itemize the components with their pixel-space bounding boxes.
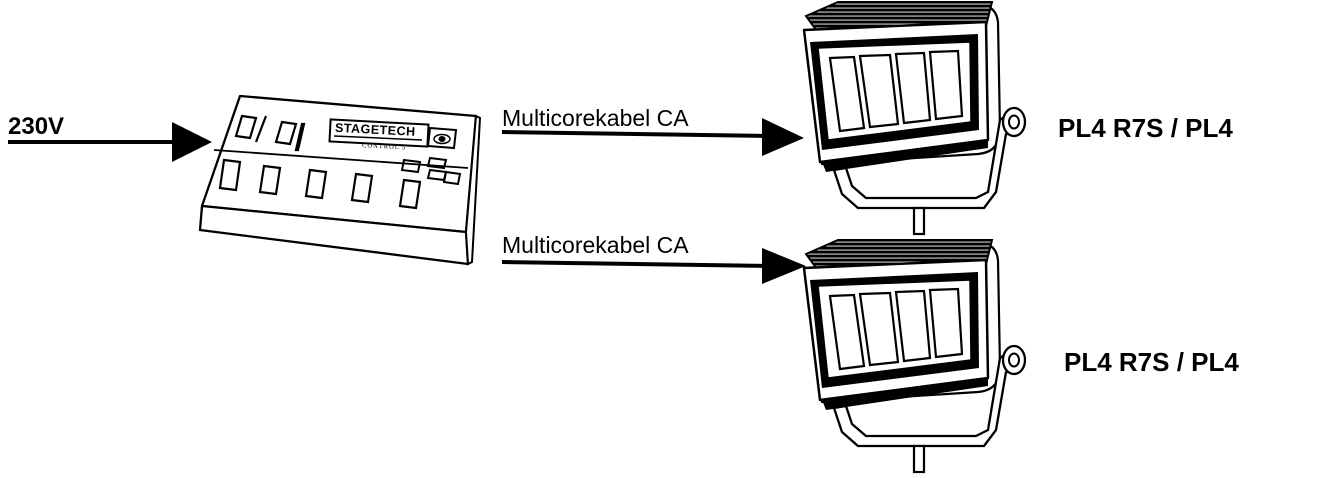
power-arrow xyxy=(8,122,212,162)
floodlight-top xyxy=(802,0,1027,236)
controller-brand: STAGETECH xyxy=(335,121,416,139)
controller-lens-box xyxy=(426,126,458,150)
lamp-label-top: PL4 R7S / PL4 xyxy=(1058,113,1233,143)
floodlight-bottom xyxy=(802,238,1027,474)
cable-arrow-top xyxy=(501,118,804,156)
cable-label-bottom: Multicorekabel CA xyxy=(502,232,689,258)
controller-model: CONTROL 5 xyxy=(362,142,407,151)
lamp-label-bottom: PL4 R7S / PL4 xyxy=(1064,347,1239,377)
cable-arrow-bottom xyxy=(501,248,806,284)
controller-logo-plate: STAGETECH CONTROL 5 xyxy=(328,118,430,151)
controller-unit: STAGETECH CONTROL 5 xyxy=(198,94,482,266)
cable-label-top: Multicorekabel CA xyxy=(502,105,689,131)
power-label: 230V xyxy=(8,113,64,140)
